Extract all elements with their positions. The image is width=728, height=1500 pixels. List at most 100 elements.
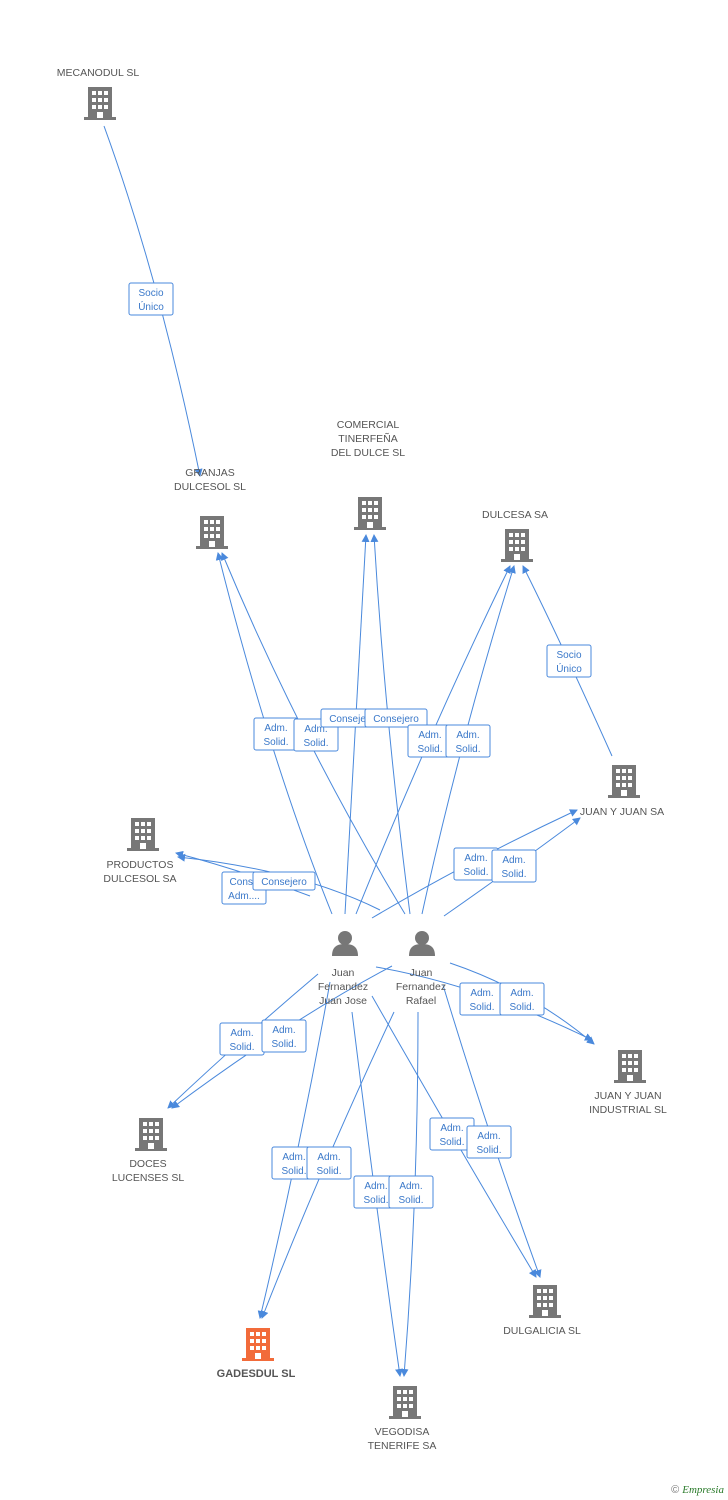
edge-label-text: Solid. [455, 744, 480, 755]
edge-label-p2-to-comercial[interactable]: Consejero [364, 708, 428, 728]
edge-label-text: Solid. [363, 1195, 388, 1206]
edge-label-box [546, 644, 592, 678]
edge-label-text: Consejero [373, 714, 419, 725]
edge-label-text: Solid. [509, 1002, 534, 1013]
edge-label-p1-to-juanyjuan[interactable]: Adm. Solid. [453, 847, 499, 881]
node-label: JUAN Y JUAN SA [580, 806, 664, 818]
node-label: DULGALICIA SL [503, 1325, 581, 1337]
node-label: DOCES [129, 1158, 166, 1170]
edge-label-text: Adm.... [228, 891, 260, 902]
node-productos[interactable]: PRODUCTOS DULCESOL SA [103, 818, 177, 885]
edge-label-box [445, 724, 491, 758]
edge-label-text: Único [138, 300, 164, 313]
edge-label-text: Adm. [470, 988, 493, 999]
person-icon [332, 931, 358, 956]
node-label: PRODUCTOS [107, 859, 174, 871]
edge-label-box [261, 1019, 307, 1053]
edge-label-p2-to-gadesdul[interactable]: Adm.Solid. [306, 1146, 352, 1180]
node-label: Juan [332, 967, 355, 979]
edge-label-text: Solid. [501, 869, 526, 880]
building-icon [84, 87, 116, 120]
edge-label-text: Solid. [303, 738, 328, 749]
building-icon [614, 1050, 646, 1083]
node-label: Rafael [406, 995, 436, 1007]
edge-label-p2-to-dulgalicia[interactable]: Adm.Solid. [466, 1125, 512, 1159]
edge-label-box [128, 282, 174, 316]
node-label: INDUSTRIAL SL [589, 1104, 667, 1116]
edge-label-p2-to-dulcesa[interactable]: Adm. Solid. [445, 724, 491, 758]
edge-label-text: Adm. [510, 988, 533, 999]
node-label: MECANODUL SL [57, 67, 140, 79]
edge-label-text: Consejero [329, 714, 375, 725]
edge-label-text: Solid. [263, 737, 288, 748]
edge-label-p1-to-gadesdul[interactable]: Adm. Solid. [271, 1146, 317, 1180]
node-label: Fernandez [396, 981, 446, 993]
node-dulcesa[interactable]: DULCESA SA [482, 509, 548, 562]
node-gadesdul[interactable]: GADESDUL SL [217, 1328, 296, 1380]
edge-label-text: Consejero [261, 877, 307, 888]
edge-labels-layer: SocioÚnicoSocioÚnicoAdm.Solid.Adm.Solid.… [128, 282, 592, 1209]
edge-label-text: Solid. [281, 1166, 306, 1177]
edge-label-text: Socio [138, 288, 163, 299]
edge-label-text: Adm. [440, 1123, 463, 1134]
edge-label-box [364, 708, 428, 728]
person-icon [409, 931, 435, 956]
edge-label-text: Adm. [464, 853, 487, 864]
edge-label-text: Socio [556, 650, 581, 661]
edge-label-p1-to-jjindustrial[interactable]: Adm.Solid. [459, 982, 505, 1016]
node-label: LUCENSES SL [112, 1172, 185, 1184]
node-doces[interactable]: DOCES LUCENSES SL [112, 1118, 185, 1184]
node-label: TINERFEÑA [338, 432, 398, 445]
node-label: COMERCIAL [337, 419, 400, 431]
node-label: DULCESOL SA [103, 873, 176, 885]
edge-label-text: Solid. [398, 1195, 423, 1206]
edge-label-text: Solid. [439, 1137, 464, 1148]
node-label: GADESDUL SL [217, 1368, 296, 1380]
copyright-icon: © [671, 1484, 680, 1496]
edge-label-p1-to-doces[interactable]: Adm. Solid. [219, 1022, 265, 1056]
edge-label-p2-to-doces[interactable]: Adm.Solid. [261, 1019, 307, 1053]
edge-label-text: Solid. [463, 867, 488, 878]
edge-label-text: Solid. [476, 1145, 501, 1156]
edge-label-box [466, 1125, 512, 1159]
node-mecanodul[interactable]: MECANODUL SL [57, 67, 140, 120]
edge-label-text: Adm. [264, 723, 287, 734]
edge-label-p1-to-dulcesa[interactable]: Adm.Solid. [407, 724, 453, 758]
edge-label-box [252, 871, 316, 891]
footer: © Empresia [671, 1484, 724, 1496]
edge-label-text: Solid. [229, 1042, 254, 1053]
node-dulgalicia[interactable]: DULGALICIA SL [503, 1285, 581, 1337]
node-juanyjuan[interactable]: JUAN Y JUAN SA [580, 765, 664, 818]
edge-label-text: Adm. [456, 730, 479, 741]
brand-logo[interactable]: Empresia [682, 1484, 724, 1496]
node-label: Juan [410, 967, 433, 979]
node-label: DEL DULCE SL [331, 447, 405, 459]
edge-label-text: Adm. [272, 1025, 295, 1036]
edge-label-p2-to-juanyjuan[interactable]: Adm.Solid. [491, 849, 537, 883]
building-icon [135, 1118, 167, 1151]
building-icon [608, 765, 640, 798]
building-icon [529, 1285, 561, 1318]
edge-label-p2-to-jjindustrial[interactable]: Adm. Solid. [499, 982, 545, 1016]
edge-label-p2-to-vegodisa[interactable]: Adm.Solid. [388, 1175, 434, 1209]
edge-label-box [491, 849, 537, 883]
edge-label-text: Adm. [282, 1152, 305, 1163]
building-icon [127, 818, 159, 851]
edge-label-text: Adm. [230, 1028, 253, 1039]
building-icon [354, 497, 386, 530]
edge-label-text: Adm. [364, 1181, 387, 1192]
edge-label-p1-to-granjas[interactable]: Adm. Solid. [253, 717, 299, 751]
node-label: GRANJAS [185, 467, 235, 479]
building-icon [501, 529, 533, 562]
edge-label-p2-to-productos[interactable]: Consejero [252, 871, 316, 891]
edge-label-text: Conse [230, 877, 259, 888]
